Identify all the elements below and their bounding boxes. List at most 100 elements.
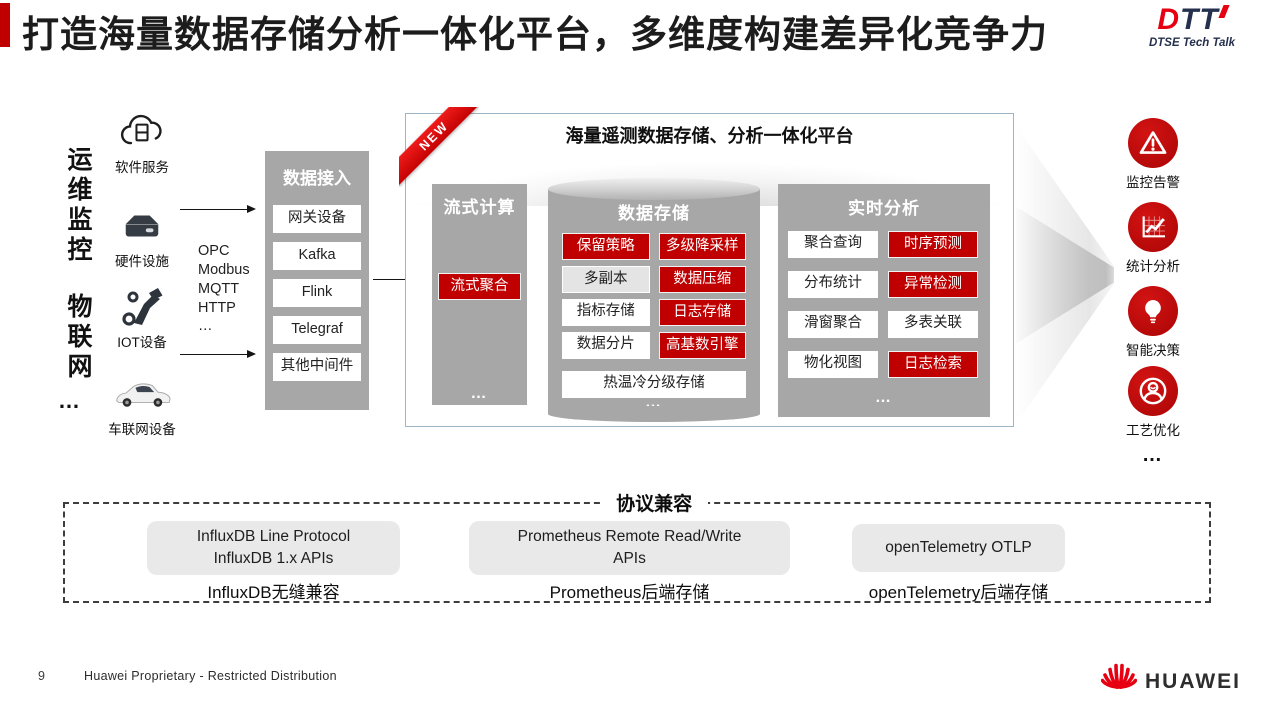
stream-ellipsis: … (470, 385, 489, 402)
realtime-analysis-title: 实时分析 (848, 199, 920, 218)
feature-box: 保留策略 (562, 233, 650, 260)
ingest-item: 网关设备 (273, 205, 361, 233)
feature-box: 数据分片 (562, 332, 650, 359)
dtt-logo-text: DTT (1133, 5, 1251, 35)
platform-panel: NEW 海量遥测数据存储、分析一体化平台 流式计算 流式聚合 … 数据存储 保留… (399, 107, 1014, 427)
chart-icon (1128, 202, 1178, 252)
hardware-icon (100, 204, 184, 248)
compat-caption: Prometheus后端存储 (549, 583, 710, 602)
outcome-label: 监控告警 (1126, 175, 1180, 190)
feature-box: 分布统计 (788, 271, 878, 298)
analysis-ellipsis: … (875, 389, 893, 406)
compat-card-line: InfluxDB Line Protocol (196, 528, 351, 546)
source-label: 车联网设备 (108, 422, 176, 437)
huawei-flower-icon (1100, 662, 1138, 695)
bulb-icon (1128, 286, 1178, 336)
huawei-wordmark: HUAWEI (1145, 670, 1241, 693)
outcome-process-optimization: 工艺优化 (1121, 366, 1185, 439)
outcome-statistical-analysis: 统计分析 (1121, 202, 1185, 275)
outcome-label: 工艺优化 (1126, 423, 1180, 438)
analysis-grid: 聚合查询 时序预测 分布统计 异常检测 滑窗聚合 多表关联 物化视图 日志检索 (788, 231, 978, 378)
stream-computing-title: 流式计算 (443, 198, 516, 217)
arrow-sources-to-ingest-bottom (180, 349, 256, 358)
protocol-item: HTTP (198, 299, 236, 316)
page-number: 9 (38, 669, 45, 683)
feature-box-stream-agg: 流式聚合 (438, 273, 521, 300)
compat-card-opentelemetry: openTelemetry OTLP (852, 524, 1065, 572)
person-icon (1128, 366, 1178, 416)
protocol-item: OPC (198, 243, 230, 259)
protocol-list: OPC Modbus MQTT HTTP … (198, 242, 250, 336)
ingest-item: Kafka (273, 242, 361, 270)
feature-box: 物化视图 (788, 351, 878, 378)
feature-box: 数据压缩 (658, 266, 746, 293)
protocol-item: … (198, 318, 213, 335)
confidentiality-note: Huawei Proprietary - Restricted Distribu… (84, 669, 337, 683)
iot-device-icon (100, 285, 184, 329)
dtt-letter-d: D (1157, 3, 1180, 36)
compat-caption: openTelemetry后端存储 (868, 583, 1049, 602)
feature-box: 日志存储 (658, 299, 746, 326)
compat-card-line: Prometheus Remote Read/Write (517, 528, 742, 546)
protocol-compat-title: 协议兼容 (600, 489, 709, 516)
compat-card-influxdb: InfluxDB Line Protocol InfluxDB 1.x APIs (147, 521, 400, 575)
outcome-monitoring-alert: 监控告警 (1121, 118, 1185, 191)
dtt-logo: DTT DTSE Tech Talk (1133, 5, 1251, 50)
outcomes-ellipsis: … (1142, 444, 1164, 466)
source-item-iot-device: IOT设备 (100, 285, 184, 351)
feature-box: 异常检测 (888, 271, 978, 298)
dtt-logo-subtitle: DTSE Tech Talk (1148, 37, 1236, 49)
platform-to-outcomes-arrow (1016, 126, 1118, 424)
source-item-hardware: 硬件设施 (100, 204, 184, 270)
outcome-label: 智能决策 (1126, 343, 1180, 358)
storage-ellipsis: … (645, 394, 663, 411)
feature-box: 日志检索 (888, 351, 978, 378)
ingest-item: 其他中间件 (273, 353, 361, 381)
data-storage-column: 数据存储 保留策略 多级降采样 多副本 数据压缩 指标存储 日志存储 数据分片 … (548, 178, 760, 422)
huawei-logo: HUAWEI (1100, 662, 1241, 695)
left-ellipsis: … (58, 388, 82, 413)
storage-grid: 保留策略 多级降采样 多副本 数据压缩 指标存储 日志存储 数据分片 高基数引擎… (562, 233, 746, 398)
compat-card-line: APIs (613, 550, 646, 567)
feature-box: 滑窗聚合 (788, 311, 878, 338)
feature-box: 聚合查询 (788, 231, 878, 258)
connected-car-icon (100, 372, 184, 416)
outcome-intelligent-decision: 智能决策 (1121, 286, 1185, 359)
feature-box-tiered-storage: 热温冷分级存储 (562, 371, 746, 398)
compat-card-prometheus: Prometheus Remote Read/Write APIs (469, 521, 790, 575)
feature-box: 指标存储 (562, 299, 650, 326)
compat-card-line: openTelemetry OTLP (885, 539, 1032, 557)
realtime-analysis-column: 实时分析 聚合查询 时序预测 分布统计 异常检测 滑窗聚合 多表关联 物化视图 … (778, 184, 990, 417)
vertical-label-ops-monitoring: 运维监控 (64, 146, 92, 266)
feature-box: 多级降采样 (658, 233, 746, 260)
protocol-item: Modbus (198, 261, 250, 278)
compat-caption: InfluxDB无缝兼容 (207, 583, 340, 602)
data-ingest-panel: 数据接入 网关设备 Kafka Flink Telegraf 其他中间件 (265, 151, 369, 410)
platform-title: 海量遥测数据存储、分析一体化平台 (565, 126, 854, 146)
feature-box: 高基数引擎 (658, 332, 746, 359)
protocol-compat-panel: 协议兼容 InfluxDB Line Protocol InfluxDB 1.x… (63, 489, 1211, 603)
data-storage-title: 数据存储 (618, 204, 690, 223)
protocol-item: MQTT (198, 280, 240, 297)
source-label: 软件服务 (115, 160, 169, 175)
source-item-software: 软件服务 (100, 110, 184, 176)
vertical-label-iot: 物联网 (64, 293, 92, 383)
arrow-sources-to-ingest-top (180, 204, 256, 213)
source-item-connected-car: 车联网设备 (100, 372, 184, 438)
page-title: 打造海量数据存储分析一体化平台，多维度构建差异化竞争力 (22, 14, 1048, 55)
feature-box: 时序预测 (888, 231, 978, 258)
source-label: 硬件设施 (115, 254, 169, 269)
ingest-item: Flink (273, 279, 361, 307)
feature-box: 多表关联 (888, 311, 978, 338)
cloud-software-icon (100, 110, 184, 154)
source-label: IOT设备 (117, 335, 167, 350)
dtt-red-tick (1218, 5, 1230, 18)
ingest-item: Telegraf (273, 316, 361, 344)
outcome-label: 统计分析 (1126, 259, 1180, 274)
feature-box: 多副本 (562, 266, 650, 293)
compat-card-line: InfluxDB 1.x APIs (213, 550, 334, 567)
title-accent-bar (0, 3, 10, 47)
dtt-letters-tt: TT (1180, 3, 1219, 36)
alert-icon (1128, 118, 1178, 168)
stream-computing-column: 流式计算 流式聚合 … (432, 184, 527, 405)
